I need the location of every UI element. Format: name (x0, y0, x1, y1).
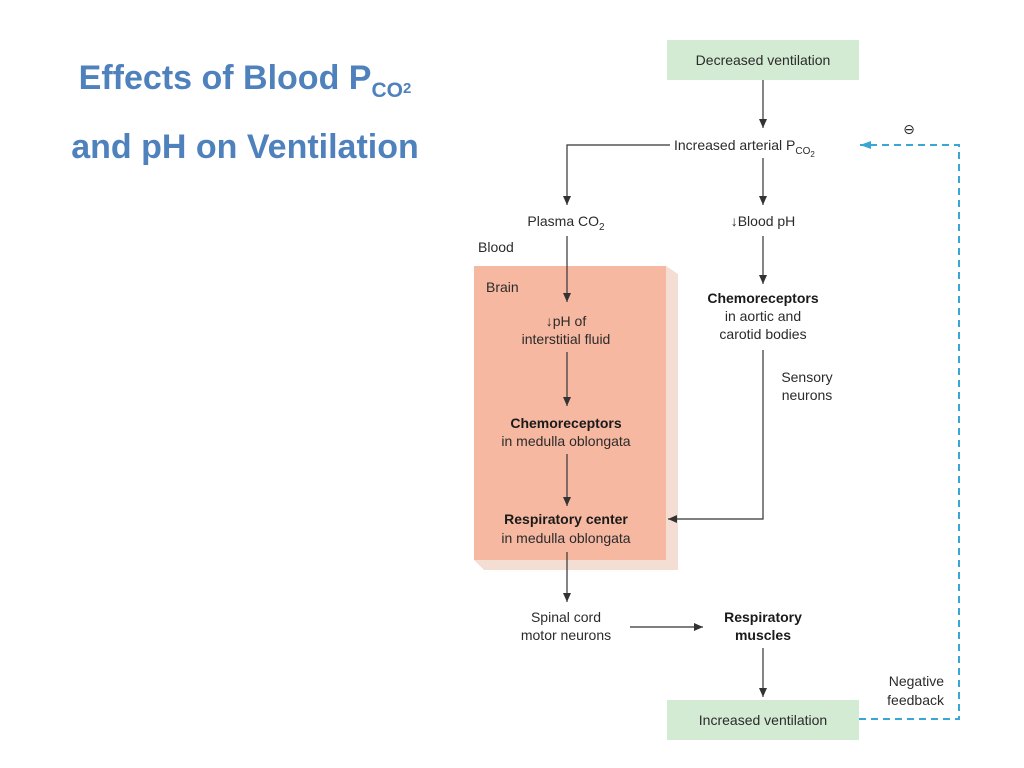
slide-title: Effects of Blood PCO2 and pH on Ventilat… (0, 50, 490, 175)
chemoreceptors-aortic-title: Chemoreceptors (707, 290, 818, 306)
blood-ph-label: ↓Blood pH (731, 213, 796, 229)
respiratory-center-title: Respiratory center (504, 511, 628, 527)
sensory-neurons-line2: neurons (782, 387, 833, 403)
chemoreceptors-aortic-sub2: carotid bodies (719, 326, 806, 342)
spinal-cord-line1: Spinal cord (531, 609, 601, 625)
negative-feedback-line2: feedback (887, 692, 945, 708)
brain-region-box (474, 266, 678, 570)
decreased-ventilation-label: Decreased ventilation (696, 52, 831, 68)
title-line-2: and pH on Ventilation (71, 128, 419, 166)
spinal-cord-line2: motor neurons (521, 627, 611, 643)
arrow-pco2-to-plasma (563, 144, 670, 205)
arrow-sensory-to-center (668, 350, 764, 523)
title-line-1: Effects of Blood PCO2 (78, 59, 412, 102)
chemoreceptors-aortic-sub1: in aortic and (725, 308, 801, 324)
respiratory-muscles-line2: muscles (735, 627, 791, 643)
brain-label: Brain (486, 279, 519, 295)
plasma-co2-label: Plasma CO2 (527, 213, 605, 233)
negative-feedback-loop (859, 141, 960, 720)
chemoreceptors-medulla-title: Chemoreceptors (510, 415, 621, 431)
increased-pco2-label: Increased arterial PCO2 (674, 137, 815, 159)
blood-label: Blood (478, 239, 514, 255)
increased-ventilation-box (667, 700, 859, 740)
negative-feedback-line1: Negative (889, 673, 944, 689)
sensory-neurons-line1: Sensory (781, 369, 832, 385)
ph-interstitial-line2: interstitial fluid (522, 331, 611, 347)
decreased-ventilation-box (667, 40, 859, 80)
negative-sign-icon: ⊖ (903, 121, 915, 137)
ph-interstitial-line1: ↓pH of (546, 313, 587, 329)
respiratory-center-sub: in medulla oblongata (501, 530, 630, 546)
chemoreceptors-medulla-sub: in medulla oblongata (501, 433, 630, 449)
increased-ventilation-label: Increased ventilation (699, 712, 827, 728)
respiratory-muscles-line1: Respiratory (724, 609, 802, 625)
